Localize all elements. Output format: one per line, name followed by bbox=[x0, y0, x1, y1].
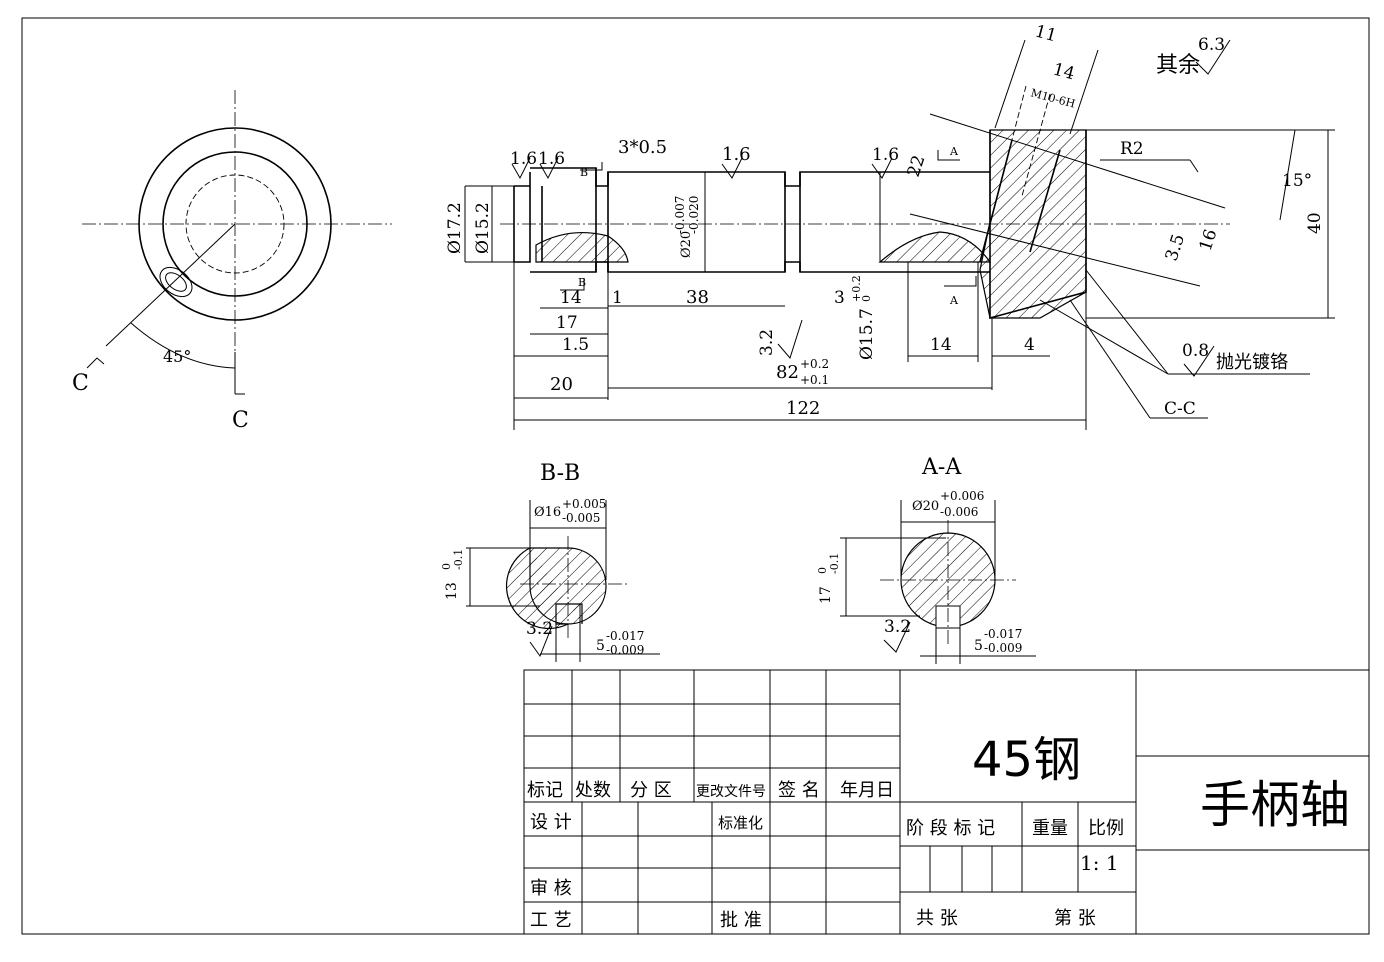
section-aa: A-A Ø20 +0.006 -0.006 17 0 -0.1 3.2 5 -0… bbox=[816, 455, 1036, 664]
tb-rev-h2: 分 区 bbox=[630, 780, 672, 801]
mark-b-bottom: B bbox=[578, 276, 586, 289]
tb-part-name: 手柄轴 bbox=[1200, 776, 1350, 834]
dim-122: 122 bbox=[786, 398, 820, 419]
dim-16: 16 bbox=[1196, 227, 1222, 254]
aa-dia: Ø20 bbox=[912, 499, 939, 514]
rough-1-6-d: 1.6 bbox=[872, 145, 899, 165]
bb-dia-up: +0.005 bbox=[562, 497, 606, 511]
tb-process: 工 艺 bbox=[530, 910, 572, 931]
dim-17: 17 bbox=[556, 313, 578, 333]
dim-15deg: 15° bbox=[1282, 171, 1312, 191]
dim-14-top: 14 bbox=[1051, 60, 1077, 85]
rough-3-2: 3.2 bbox=[757, 329, 777, 356]
main-view: Ø17.2 Ø15.2 1.6 1.6 B 3*0.5 1.6 Ø20 -0.0… bbox=[445, 22, 1335, 430]
dim-14-left: 14 bbox=[560, 288, 582, 308]
rough-0-8: 0.8 bbox=[1182, 341, 1209, 361]
tb-rev-h4: 签 名 bbox=[778, 780, 820, 801]
rough-1-6-a: 1.6 bbox=[510, 149, 537, 169]
dim-82: 82 bbox=[776, 362, 799, 383]
bb-width-up: -0.017 bbox=[606, 629, 644, 643]
end-view-c-left: C bbox=[72, 371, 89, 396]
tb-rev-h3: 更改文件号 bbox=[696, 784, 766, 800]
bb-width-low: -0.009 bbox=[606, 643, 644, 657]
section-bb-title: B-B bbox=[540, 461, 580, 486]
aa-width-low: -0.009 bbox=[984, 641, 1022, 655]
surface-note-value: 6.3 bbox=[1198, 35, 1225, 55]
bb-width: 5 bbox=[596, 638, 605, 654]
tb-design: 设 计 bbox=[530, 812, 572, 833]
aa-height-low: -0.1 bbox=[828, 553, 841, 574]
aa-width-up: -0.017 bbox=[984, 627, 1022, 641]
dim-d20-tol-low: -0.020 bbox=[687, 196, 701, 234]
dim-20: 20 bbox=[550, 374, 573, 395]
dim-1-5: 1.5 bbox=[562, 335, 589, 355]
section-cc: C-C bbox=[1164, 399, 1196, 419]
title-block: 标记 处数 分 区 更改文件号 签 名 年月日 设 计 标准化 审 核 工 艺 … bbox=[523, 669, 1370, 935]
dim-3: 3 bbox=[834, 288, 845, 308]
dim-40: 40 bbox=[1305, 212, 1325, 234]
bb-height-low: -0.1 bbox=[452, 549, 465, 570]
note-polish-chrome: 抛光镀铬 bbox=[1216, 352, 1288, 373]
rough-1-6-b: 1.6 bbox=[538, 149, 565, 169]
end-view: C C 45° bbox=[72, 90, 392, 433]
tb-material: 45钢 bbox=[972, 732, 1081, 788]
dim-14-right: 14 bbox=[930, 335, 952, 355]
tb-standardize: 标准化 bbox=[718, 814, 763, 832]
dim-d15-2: Ø15.2 bbox=[473, 202, 493, 254]
dim-r2: R2 bbox=[1120, 139, 1144, 159]
dim-chamfer: 3*0.5 bbox=[618, 137, 667, 158]
bb-rough: 3.2 bbox=[526, 619, 553, 639]
aa-width: 5 bbox=[974, 638, 983, 654]
tb-stage: 阶 段 标 记 bbox=[906, 818, 995, 839]
dim-d20-tol-up: -0.007 bbox=[673, 196, 687, 234]
dim-22: 22 bbox=[904, 153, 930, 180]
dim-11: 11 bbox=[1033, 22, 1059, 47]
bb-height-up: 0 bbox=[440, 563, 453, 570]
mark-a-top: A bbox=[949, 145, 959, 158]
tb-ratio-value: 1: 1 bbox=[1080, 851, 1119, 875]
dim-d20: Ø20 bbox=[679, 231, 694, 258]
dim-4: 4 bbox=[1024, 335, 1035, 355]
tb-review: 审 核 bbox=[530, 878, 572, 899]
section-aa-title: A-A bbox=[921, 455, 962, 480]
tb-rev-h5: 年月日 bbox=[840, 780, 894, 801]
dim-1: 1 bbox=[612, 288, 623, 308]
dim-38: 38 bbox=[686, 287, 709, 308]
dim-82-tol-low: +0.1 bbox=[800, 373, 829, 387]
dim-82-tol-up: +0.2 bbox=[800, 357, 829, 371]
dim-3-tol-low: 0 bbox=[860, 295, 873, 302]
section-bb: B-B Ø16 +0.005 -0.005 13 0 -0.1 3.2 5 -0… bbox=[440, 461, 660, 662]
tb-rev-h0: 标记 bbox=[527, 780, 563, 801]
aa-rough: 3.2 bbox=[884, 617, 911, 637]
dim-3-tol-up: +0.2 bbox=[850, 275, 863, 302]
end-view-c-bottom: C bbox=[232, 408, 249, 433]
aa-dia-low: -0.006 bbox=[940, 505, 978, 519]
tb-ratio-label: 比例 bbox=[1088, 818, 1124, 839]
tb-rev-h1: 处数 bbox=[575, 780, 611, 801]
mark-b-top: B bbox=[580, 166, 588, 179]
tb-approve: 批 准 bbox=[720, 910, 762, 931]
dim-m10: M10-6H bbox=[1029, 86, 1076, 110]
end-view-angle: 45° bbox=[163, 347, 191, 366]
bb-dia-low: -0.005 bbox=[562, 511, 600, 525]
aa-dia-up: +0.006 bbox=[940, 489, 984, 503]
aa-height-up: 0 bbox=[816, 567, 829, 574]
tb-total: 共 张 bbox=[916, 908, 958, 929]
bb-dia: Ø16 bbox=[534, 505, 561, 520]
dim-3-5: 3.5 bbox=[1162, 232, 1189, 264]
rough-1-6-c: 1.6 bbox=[722, 144, 751, 165]
mark-a-bottom: A bbox=[949, 294, 959, 307]
dim-d17-2: Ø17.2 bbox=[445, 202, 465, 254]
surface-note: 其余 bbox=[1156, 53, 1200, 78]
bb-height: 13 bbox=[444, 582, 460, 600]
dim-d15-7: Ø15.7 bbox=[857, 308, 877, 360]
aa-height: 17 bbox=[818, 586, 834, 604]
tb-sheet-no: 第 张 bbox=[1054, 908, 1096, 929]
tb-weight: 重量 bbox=[1032, 818, 1068, 839]
